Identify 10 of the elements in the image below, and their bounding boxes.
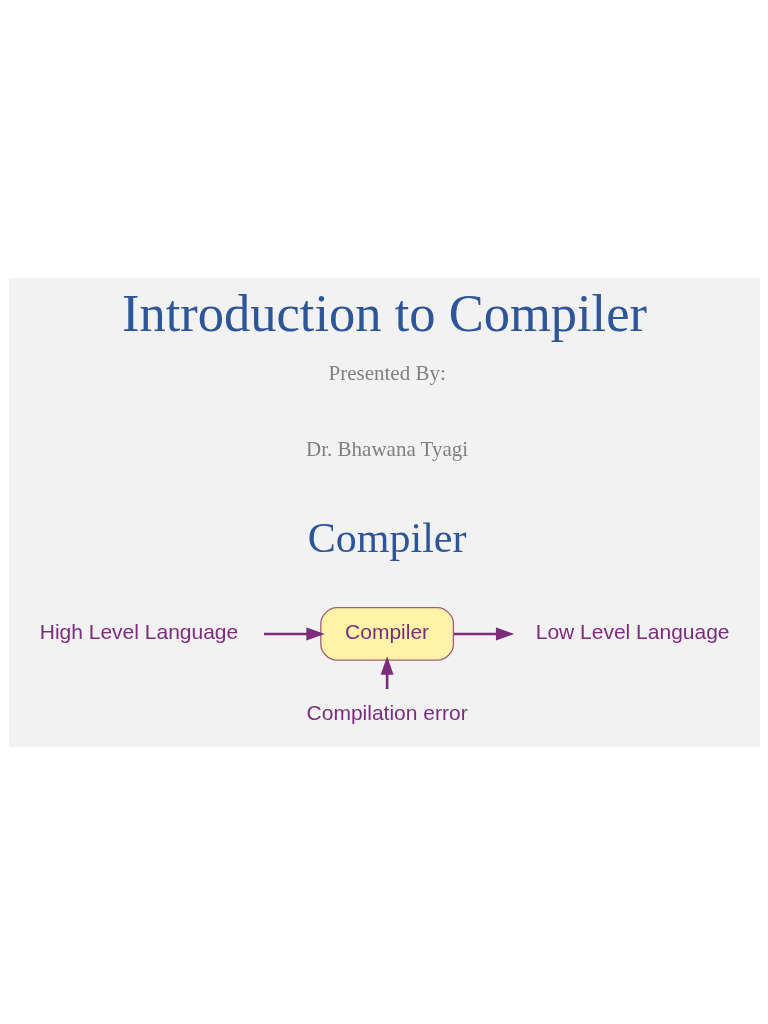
node-text: Compilation error [306,700,468,724]
diagram-title: Introduction to Compiler [121,283,647,342]
label: Dr. Bhawana Tyagi [305,436,468,461]
node-text: Low Level Language [535,619,730,643]
node-text: High Level Language [39,619,238,643]
label: Compiler [307,514,466,561]
label: Presented By: [328,360,446,385]
node-box: Compiler [319,606,454,661]
arrow [263,627,325,640]
arrow [453,627,514,640]
